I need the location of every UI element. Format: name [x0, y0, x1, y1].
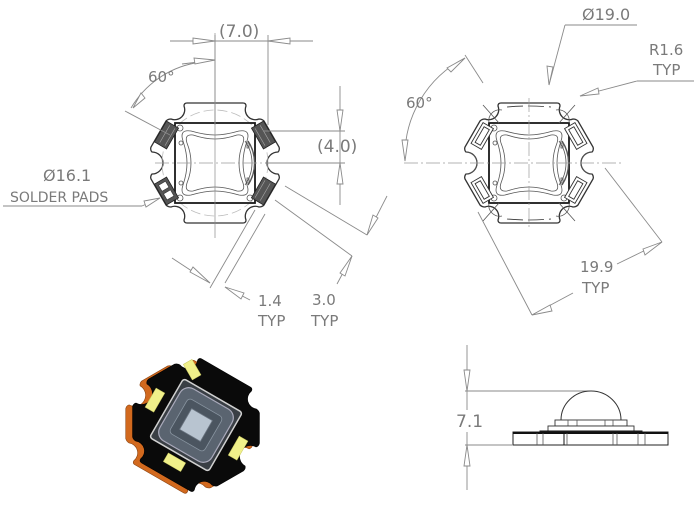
dim-pad-length: 3.0 [312, 291, 336, 309]
dim-outer-dia: Ø19.0 [582, 5, 630, 24]
dim-notch-radius-typ: TYP [652, 61, 680, 79]
solder-pad [470, 175, 495, 205]
side-view: 7.1 [455, 345, 669, 490]
dim-flat-to-flat-typ: TYP [581, 279, 609, 297]
dim-angle-right: 60° [406, 94, 433, 112]
solder-pad [563, 175, 588, 205]
dim-angle-left: 60° [148, 68, 175, 86]
dim-flat-to-flat: 19.9 [580, 258, 613, 276]
dim-pad-width-typ: TYP [257, 312, 285, 330]
dim-solder-pad-dia: Ø16.1 [43, 166, 91, 185]
solder-pad [250, 176, 277, 206]
isometric-render [102, 340, 283, 506]
dim-notch-radius: R1.6 [649, 41, 683, 59]
solder-pad [563, 121, 588, 151]
dim-height-ref: (4.0) [317, 137, 357, 157]
solder-pad [153, 120, 180, 150]
solder-pad [153, 176, 180, 206]
top-view-board-outline: Ø19.0 R1.6 TYP 60° 19.9 TYP [401, 5, 694, 316]
solder-pad [470, 121, 495, 151]
solder-pads-label: SOLDER PADS [10, 190, 108, 206]
dim-total-height: 7.1 [456, 412, 483, 432]
top-view-solder-pads: (7.0) 60° (4.0) Ø16.1 SOLDER PADS 1.4 TY… [3, 22, 388, 330]
solder-pad [250, 120, 277, 150]
dim-pad-length-typ: TYP [310, 312, 338, 330]
dim-width-ref: (7.0) [219, 22, 259, 42]
dim-pad-width: 1.4 [258, 292, 282, 310]
